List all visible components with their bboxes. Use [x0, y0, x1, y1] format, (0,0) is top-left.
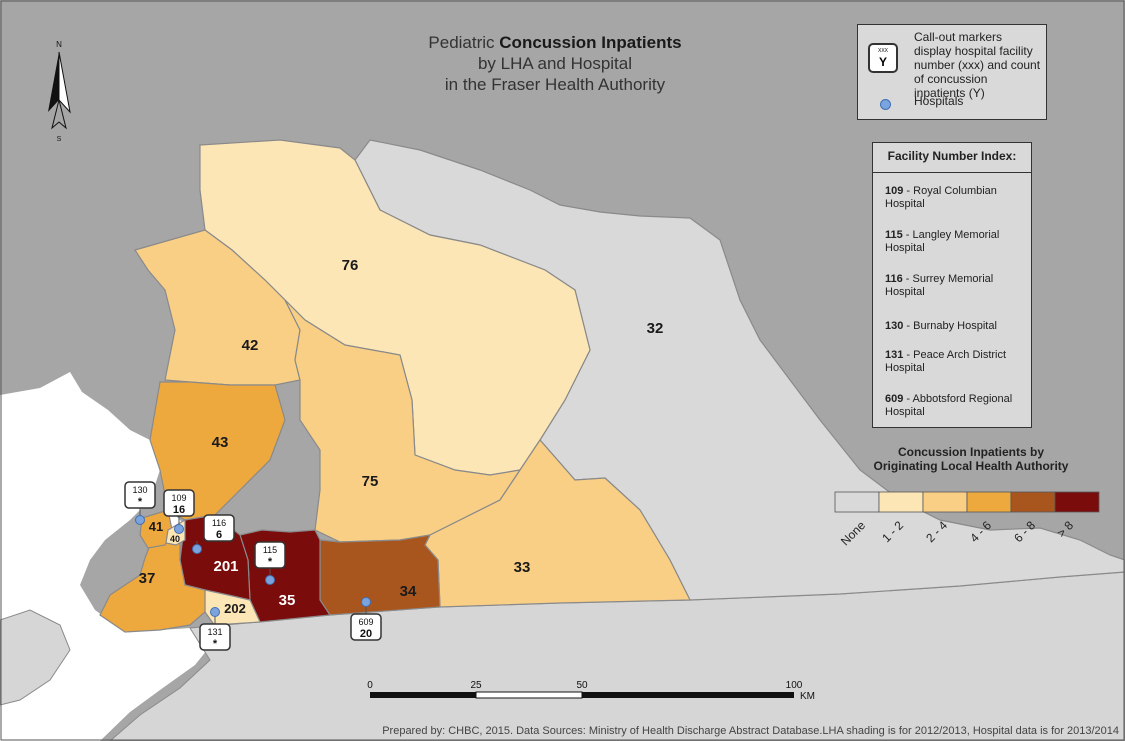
- scale-bar: 0 25 50 100 KM: [367, 680, 815, 702]
- facility-index-divider: [873, 172, 1031, 173]
- lha-label-43: 43: [212, 434, 229, 451]
- hospital-dot-icon: [210, 607, 220, 617]
- scale-tick-100: 100: [786, 680, 803, 691]
- hospital-dot-icon: [174, 524, 184, 534]
- hospital-marker-131[interactable]: 131 *: [199, 607, 231, 651]
- marker-number: 131: [207, 627, 222, 637]
- marker-count: 20: [360, 628, 372, 640]
- hospital-marker-115[interactable]: 115 *: [254, 541, 286, 585]
- facility-item: 116 - Surrey Memorial Hospital: [885, 273, 994, 298]
- legend-swatch-2-4: [922, 491, 968, 513]
- lha-label-32: 32: [647, 320, 664, 337]
- legend-swatch-4-6: [966, 491, 1012, 513]
- lha-43: [149, 381, 286, 521]
- marker-number: 130: [132, 485, 147, 495]
- marker-legend-top: XXX: [877, 48, 888, 54]
- marker-number: 115: [263, 545, 277, 555]
- marker-number: 609: [358, 617, 373, 627]
- marker-number: 116: [212, 518, 226, 528]
- hospital-dot-icon: [880, 99, 891, 110]
- facility-index-panel: Facility Number Index: 109 - Royal Colum…: [872, 142, 1032, 428]
- lha-label-37: 37: [139, 570, 156, 587]
- map-title: Pediatric Concussion Inpatients by LHA a…: [365, 32, 745, 95]
- hospital-dot-icon: [361, 597, 371, 607]
- hospital-dot-icon: [135, 515, 145, 525]
- title-line-2: by LHA and Hospital: [477, 54, 633, 73]
- legend-title-line-2: Originating Local Health Authority: [873, 459, 1069, 473]
- south-label: S: [57, 136, 62, 143]
- marker-number: 109: [171, 493, 186, 503]
- facility-item: 609 - Abbotsford Regional Hospital: [885, 393, 1013, 418]
- facility-index-title: Facility Number Index:: [887, 149, 1017, 163]
- choropleth-legend-title: Concussion Inpatients by Originating Loc…: [836, 445, 1106, 473]
- facility-item: 115 - Langley Memorial Hospital: [885, 229, 1000, 254]
- lha-37: [99, 534, 206, 633]
- north-arrow-icon: N S: [48, 40, 71, 143]
- marker-legend-panel: XXX Y Call-out markers display hospital …: [857, 24, 1047, 120]
- scale-tick-25: 25: [470, 680, 482, 691]
- legend-swatch-6-8: [1010, 491, 1056, 513]
- marker-legend-text: Call-out markers display hospital facili…: [914, 30, 1041, 100]
- hospitals-label: Hospitals: [914, 94, 964, 108]
- facility-item: 109 - Royal Columbian Hospital: [885, 185, 997, 210]
- legend-swatch-none: [834, 491, 880, 513]
- lha-label-75: 75: [362, 473, 379, 490]
- marker-count: *: [138, 496, 143, 508]
- scale-tick-50: 50: [576, 680, 588, 691]
- lha-label-33: 33: [514, 559, 531, 576]
- facility-item: 130 - Burnaby Hospital: [885, 320, 997, 332]
- lha-label-42: 42: [242, 337, 259, 354]
- lha-label-201: 201: [213, 558, 238, 575]
- marker-legend-bottom: Y: [878, 55, 887, 69]
- title-bold: Concussion Inpatients: [499, 33, 682, 52]
- title-prefix: Pediatric: [428, 33, 500, 52]
- scale-unit: KM: [800, 691, 815, 702]
- legend-title-line-1: Concussion Inpatients by: [897, 445, 1044, 459]
- north-label: N: [56, 40, 62, 49]
- scale-tick-0: 0: [367, 680, 373, 691]
- hospital-marker-130[interactable]: 130 *: [124, 481, 156, 525]
- lha-label-34: 34: [400, 583, 417, 600]
- lha-label-202: 202: [224, 601, 246, 616]
- footer-credits: Prepared by: CHBC, 2015. Data Sources: M…: [382, 725, 1119, 737]
- lha-label-40: 40: [170, 534, 180, 544]
- lha-202: [204, 589, 261, 627]
- marker-count: 6: [216, 529, 222, 541]
- hospital-marker-116[interactable]: 116 6: [192, 514, 235, 554]
- lha-label-35: 35: [279, 592, 296, 609]
- hospital-marker-109[interactable]: 109 16: [163, 489, 195, 534]
- legend-swatch-gt-8: [1054, 491, 1100, 513]
- callout-marker-icon: XXX Y: [868, 43, 898, 73]
- lha-label-76: 76: [342, 257, 359, 274]
- hospital-marker-609[interactable]: 609 20: [350, 597, 382, 641]
- marker-count: *: [268, 556, 273, 568]
- marker-count: 16: [173, 504, 185, 516]
- lha-34: [319, 534, 441, 616]
- legend-swatch-1-2: [878, 491, 924, 513]
- lha-label-41: 41: [149, 519, 163, 534]
- title-line-3: in the Fraser Health Authority: [444, 75, 666, 94]
- island: [0, 609, 71, 706]
- hospital-dot-icon: [192, 544, 202, 554]
- marker-count: *: [213, 638, 218, 650]
- hospital-dot-icon: [265, 575, 275, 585]
- facility-item: 131 - Peace Arch District Hospital: [885, 349, 1007, 374]
